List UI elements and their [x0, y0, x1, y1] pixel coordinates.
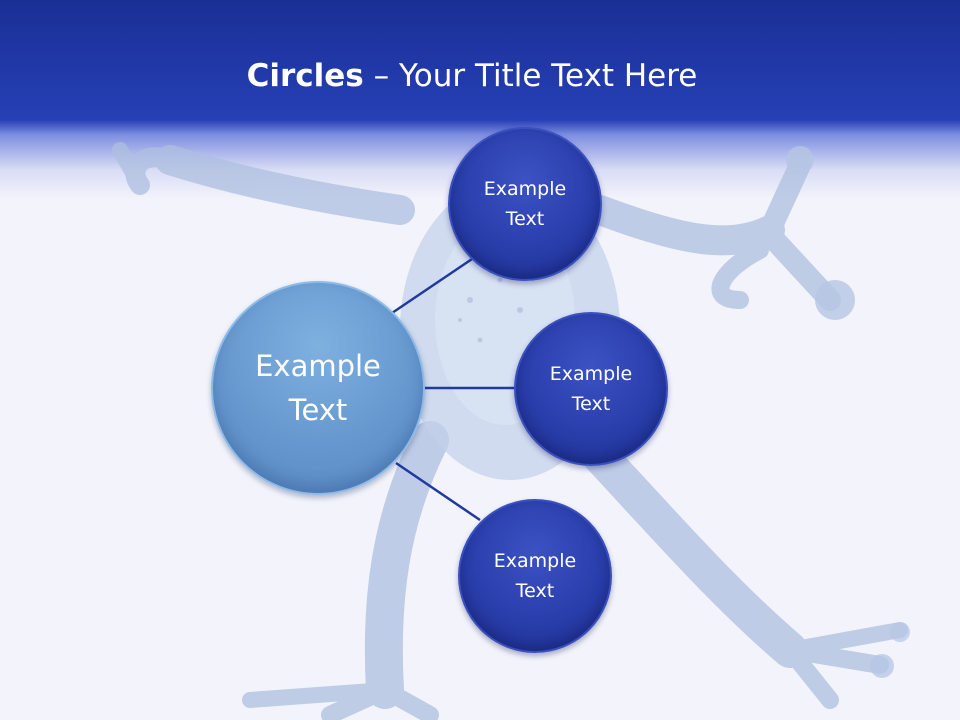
node-circle-label-line2: Text: [515, 580, 555, 602]
node-circle-label-line1: Example: [483, 178, 567, 200]
node-circle-label-line2: Text: [571, 393, 611, 415]
title-bold: Circles: [246, 58, 364, 94]
center-circle-line2: Text: [288, 393, 348, 427]
node-circle-bottom: Example Text: [458, 499, 612, 653]
connector-bottom: [395, 461, 481, 522]
page-title: Circles – Your Title Text Here: [0, 54, 944, 98]
node-circle-top: Example Text: [448, 127, 602, 281]
title-rest: – Your Title Text Here: [363, 58, 698, 94]
connector-top: [391, 255, 476, 315]
center-circle-line1: Example: [255, 349, 381, 383]
center-circle: Example Text: [211, 281, 425, 495]
node-circle-label-line1: Example: [493, 550, 577, 572]
node-circle-label-line2: Text: [505, 208, 545, 230]
node-circle-label-line1: Example: [549, 363, 633, 385]
node-circle-middle: Example Text: [514, 312, 668, 466]
